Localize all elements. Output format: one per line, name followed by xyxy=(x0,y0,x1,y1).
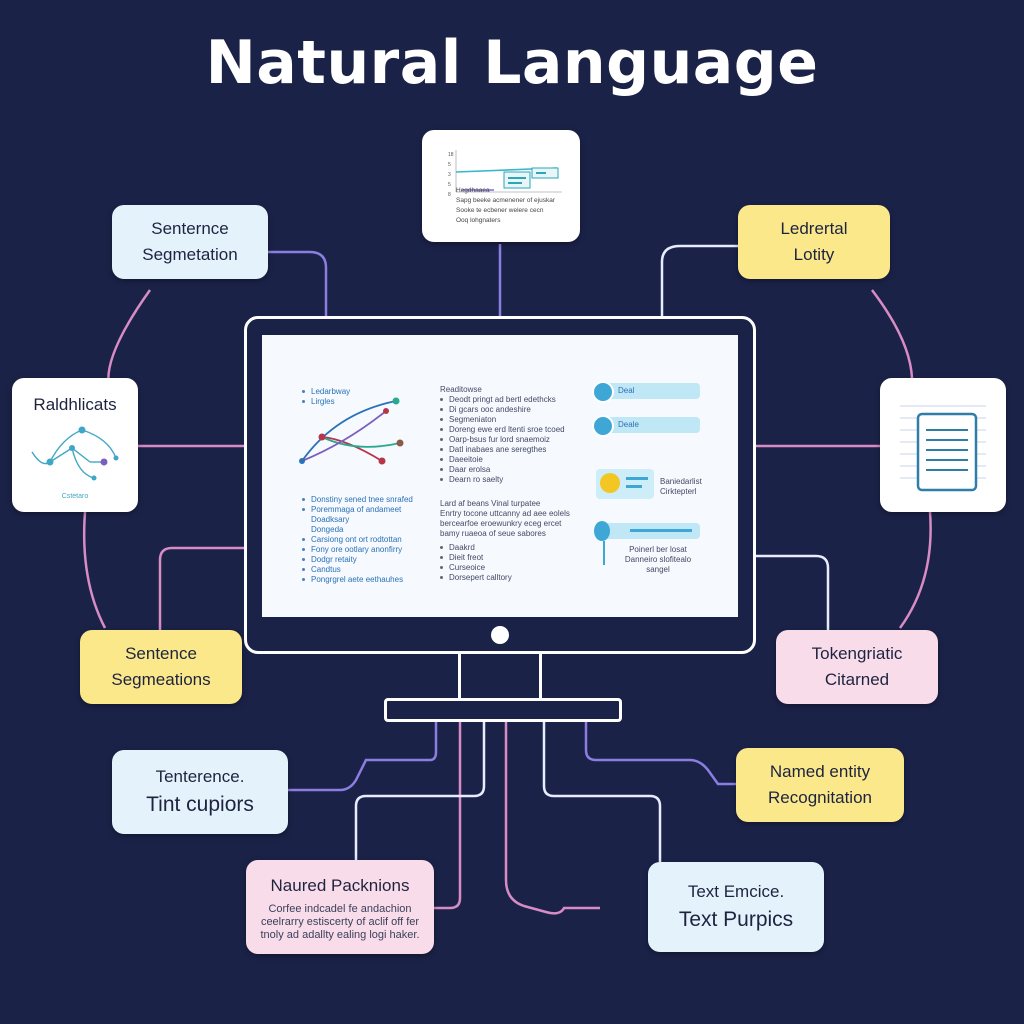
chart-card: 18 5 3 5 8 Hegdhaaea Sapg beeke acmenene… xyxy=(422,130,580,242)
screen-list-item: Oarp-bsus fur lord snaemoiz xyxy=(440,435,570,445)
card-line: Lotity xyxy=(793,245,835,264)
screen-legend-item: Ledarbway xyxy=(302,387,350,397)
sentence-segmeations-card[interactable]: Sentence Segmeations xyxy=(80,630,242,704)
screen-stat-text: Baniedarlist Cirktepterl xyxy=(660,477,702,496)
tick-label-0: 18 xyxy=(448,152,454,158)
tenterence-card[interactable]: Tenterence. Tint cupiors xyxy=(112,750,288,834)
graph-caption: Cstetaro xyxy=(61,493,89,500)
screen-paragraph-line: bamy ruaeoa of seue sabores xyxy=(440,529,546,538)
card-line: Senternce xyxy=(151,219,229,238)
chip-label: Deale xyxy=(618,420,639,429)
card-label: Raldhlicats xyxy=(33,395,117,414)
pin-icon xyxy=(594,521,610,541)
ledrertal-lotity-card[interactable]: Ledrertal Lotity xyxy=(738,205,890,279)
card-line: Citarned xyxy=(824,670,890,689)
screen-list-item: Donstiny sened tnee snrafed xyxy=(302,495,413,505)
text-emcice-card[interactable]: Text Emcice. Text Purpics xyxy=(648,862,824,952)
screen-legend-item: Lirgles xyxy=(302,397,335,407)
screen-list-item: Di gcars ooc andeshire xyxy=(440,405,570,415)
card-line: Tokengriatic xyxy=(811,644,903,663)
screen-list-item: Daakrd xyxy=(440,543,570,553)
screen-paragraph-line: Enrtry tocone uttcanny ad aee eolels xyxy=(440,509,570,518)
screen-list-item: Datl inabaes ane seregthes xyxy=(440,445,570,455)
monitor-screen: Ledarbway Lirgles Donstiny sened tnee sn… xyxy=(262,335,738,617)
card-line: Ledrertal xyxy=(780,219,848,238)
coin-icon xyxy=(600,473,620,493)
chart-card-text: Hegdhaaea Sapg beeke acmenener of ejuska… xyxy=(456,186,555,226)
screen-stat-card-2 xyxy=(594,521,700,541)
screen-list-item: Candtus xyxy=(302,565,413,575)
screen-list-item: Dorsepert calltory xyxy=(440,573,570,583)
named-entity-card[interactable]: Named entity Recognitation xyxy=(736,748,904,822)
avatar xyxy=(592,415,614,437)
sentence-segmentation-card[interactable]: Senternce Segmetation xyxy=(112,205,268,279)
raldhlicats-card[interactable]: Raldhlicats Cstetaro xyxy=(12,378,138,512)
card-line: Sentence xyxy=(125,644,197,663)
screen-list-item: Dongeda xyxy=(311,525,344,534)
screen-list-item: Fony ore ootlary anonfirry xyxy=(302,545,413,555)
monitor-stand-neck xyxy=(458,654,542,700)
card-line: Tenterence. xyxy=(155,767,245,786)
tick-label-2: 3 xyxy=(448,172,451,178)
card-label: Naured Packnions xyxy=(270,875,410,895)
naured-packnions-card[interactable]: Naured Packnions Corfee indcadel fe anda… xyxy=(246,860,434,954)
screen-list-item: Pongrgrel aete eethauhes xyxy=(302,575,413,585)
chart-card-line: Sooke te ecbener welere cecn xyxy=(456,207,544,214)
network-graph-icon xyxy=(31,426,119,481)
page-title: Natural Language xyxy=(205,28,819,98)
screen-list-item: Segmeniaton xyxy=(440,415,570,425)
chart-card-line: Hegdhaaea xyxy=(456,187,490,194)
screen-list-item: Deodt pringt ad bertl edethcks xyxy=(440,395,570,405)
screen-list-item: Dearn ro saelty xyxy=(440,475,570,485)
card-line: Recognitation xyxy=(768,788,872,807)
chart-thumbnail: 18 5 3 5 8 xyxy=(448,150,562,198)
tokengriatic-card[interactable]: Tokengriatic Citarned xyxy=(776,630,938,704)
tick-label-1: 5 xyxy=(448,162,451,168)
screen-paragraph-line: Lard af beans Vinal turpatee xyxy=(440,499,541,508)
screen-col2-heading: Readitowse xyxy=(440,385,482,394)
card-line: Named entity xyxy=(769,762,871,781)
tick-label-3: 5 xyxy=(448,182,451,188)
screen-col1-list: Donstiny sened tnee snrafed Poremmaga of… xyxy=(302,495,413,585)
screen-list-item: Daeeitoie xyxy=(440,455,570,465)
chart-card-line: Sapg beeke acmenener of ejuskar xyxy=(456,197,556,204)
screen-list-item: Doadksary xyxy=(311,515,350,524)
screen-chip-1: Deal xyxy=(592,381,700,403)
screen-chip-2: Deale xyxy=(592,415,700,437)
tick-label-4: 8 xyxy=(448,192,451,198)
screen-list-item: Curseoice xyxy=(440,563,570,573)
screen-network-graph xyxy=(299,397,404,465)
monitor-stand-base xyxy=(384,698,622,722)
card-body: Corfee indcadel fe andachion ceelrarry e… xyxy=(260,902,420,941)
card-line: Segmeations xyxy=(111,670,211,689)
card-line: Tint cupiors xyxy=(146,793,254,816)
screen-stat-text: Poinerl ber losat Danneiro slofitealo sa… xyxy=(624,545,692,574)
screen-list-item: Carsiong ont ort rodtottan xyxy=(302,535,413,545)
chart-card-line: Ooq lohgnaters xyxy=(456,217,501,224)
screen-list-item: Poremmaga of andameet xyxy=(302,505,413,515)
document-icon xyxy=(900,405,986,492)
screen-list-item: Daar erolsa xyxy=(440,465,570,475)
chip-label: Deal xyxy=(618,386,635,395)
screen-list-item: Dieit freot xyxy=(440,553,570,563)
screen-paragraph-line: bercearfoe eroewunkry eceg ercet xyxy=(440,519,562,528)
document-card[interactable] xyxy=(880,378,1006,512)
card-line: Segmetation xyxy=(142,245,238,264)
screen-col2: Readitowse Deodt pringt ad bertl edethck… xyxy=(440,385,570,583)
power-button-icon[interactable] xyxy=(491,626,509,644)
screen-stat-card-1 xyxy=(596,469,654,499)
screen-list-item: Dodgr retaity xyxy=(302,555,413,565)
screen-list-item: Doreng ewe erd ltenti sroe tcoed xyxy=(440,425,570,435)
card-line: Text Emcice. xyxy=(687,882,785,901)
screen-stat-stem xyxy=(603,541,605,565)
avatar xyxy=(592,381,614,403)
card-line: Text Purpics xyxy=(678,908,794,931)
